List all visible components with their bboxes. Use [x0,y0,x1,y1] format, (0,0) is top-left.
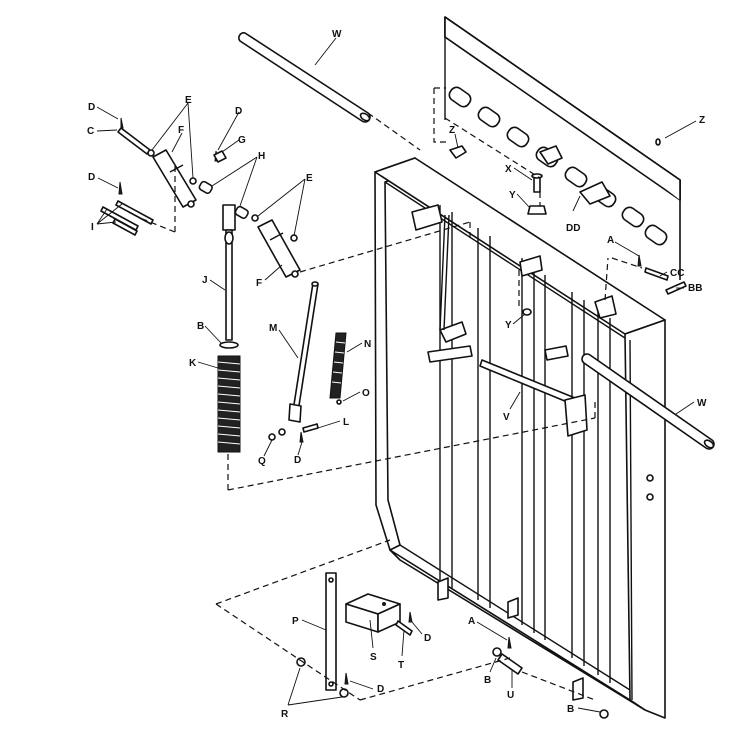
spring-n [329,332,347,399]
label-z-2: Z [449,125,455,136]
label-h: H [258,151,265,162]
leader-lines [96,37,697,713]
rod-m-spring-n [268,281,347,443]
label-y-2: Y [505,320,512,331]
label-m: M [269,323,277,334]
rod-w-right [581,353,715,450]
label-t: T [398,660,404,671]
label-s: S [370,652,377,663]
label-j: J [202,275,208,286]
top-right-hardware [449,138,687,316]
label-cc: CC [670,268,684,279]
label-a-2: A [468,616,475,627]
label-d-2: D [235,106,242,117]
label-i: I [91,222,94,233]
label-y-1: Y [509,190,516,201]
label-r: R [281,709,289,720]
spring-k [217,355,241,453]
label-e-1: E [185,95,192,106]
label-l: L [343,417,349,428]
label-bb: BB [688,283,702,294]
label-q: Q [258,456,266,467]
rod-w-top [238,32,371,123]
assembly-dashed-lines [139,87,643,701]
main-frame [374,157,666,719]
label-x: X [505,164,512,175]
label-f-1: F [178,125,184,136]
label-d-5: D [424,633,431,644]
label-d-3: D [88,172,95,183]
label-w-top: W [332,29,342,40]
label-c: C [87,126,94,137]
label-n: N [364,339,371,350]
label-p: P [292,616,299,627]
callout-labels: W Z D C E F D G H D I E J F B K M N O L … [87,29,707,720]
top-plate-assembly [444,16,681,280]
rod-j-spring-k [217,204,241,453]
bottom-hardware [296,572,609,719]
label-b-3: B [567,704,574,715]
label-f-2: F [256,278,262,289]
label-v: V [503,412,510,423]
label-z-top: Z [699,115,705,126]
label-k: K [189,358,197,369]
label-d-1: D [88,102,95,113]
label-o: O [362,388,370,399]
label-w-2: W [697,398,707,409]
label-e-2: E [306,173,313,184]
label-d-4: D [294,455,301,466]
label-g: G [238,135,246,146]
shock-absorber-right [251,214,301,278]
label-d-6: D [377,684,384,695]
label-u: U [507,690,514,701]
label-dd: DD [566,223,580,234]
label-b-2: B [484,675,491,686]
label-a-1: A [607,235,614,246]
label-b-1: B [197,321,204,332]
